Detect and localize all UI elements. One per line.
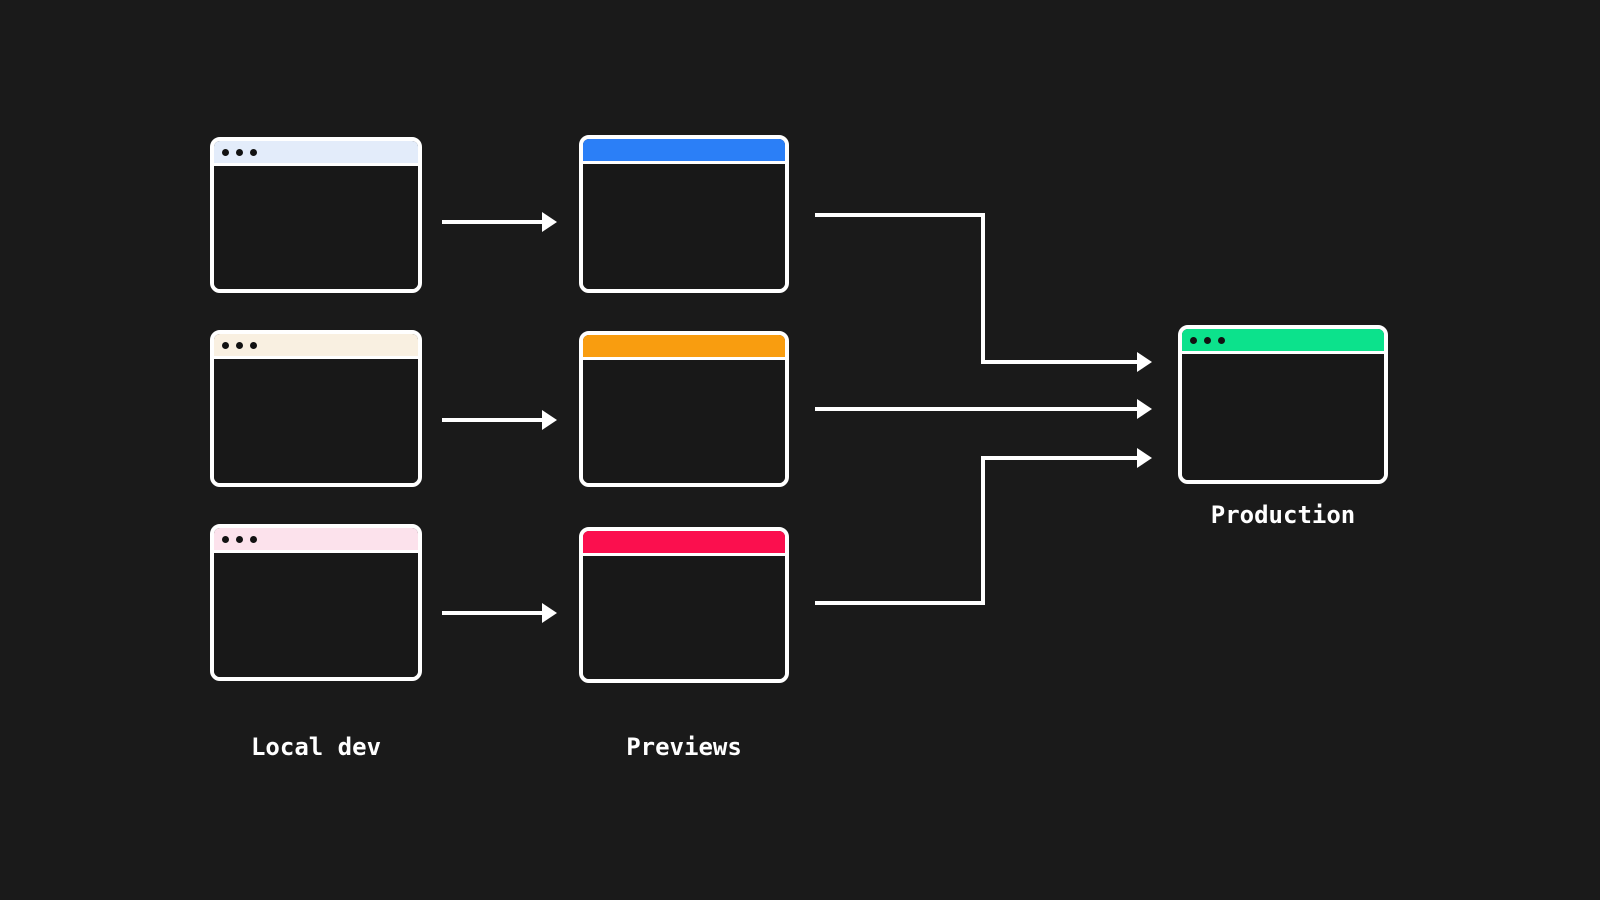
preview-3-window (579, 527, 789, 683)
column-label-production: Production (1210, 501, 1356, 529)
traffic-dot (250, 535, 257, 543)
preview-1-to-production-arrow-line (815, 213, 1137, 364)
window-title-bar (214, 528, 418, 553)
window-body (214, 553, 418, 677)
preview-2-to-production-arrowhead-icon (1137, 399, 1152, 419)
traffic-dot (222, 535, 229, 543)
window-title-bar (214, 334, 418, 359)
column-label-previews: Previews (626, 733, 742, 761)
traffic-dot (236, 341, 243, 349)
preview-3-to-production-arrowhead-icon (1137, 448, 1152, 468)
window-body (583, 164, 785, 289)
window-body (1182, 354, 1384, 480)
traffic-dot (1190, 336, 1197, 344)
window-body (214, 166, 418, 289)
traffic-light-dots (222, 535, 257, 543)
traffic-dot (1204, 336, 1211, 344)
window-title-bar (583, 139, 785, 164)
local-2-to-preview-2-arrowhead-icon (542, 410, 557, 430)
column-label-local-dev: Local dev (250, 733, 382, 761)
window-title-bar (583, 531, 785, 556)
window-body (583, 360, 785, 483)
traffic-light-dots (222, 341, 257, 349)
production-window (1178, 325, 1388, 484)
traffic-dot (250, 148, 257, 156)
window-body (214, 359, 418, 483)
local-3-to-preview-3-arrowhead-icon (542, 603, 557, 623)
traffic-dot (222, 148, 229, 156)
traffic-light-dots (222, 148, 257, 156)
traffic-dot (236, 535, 243, 543)
preview-1-window (579, 135, 789, 293)
traffic-dot (222, 341, 229, 349)
local-dev-2-window (210, 330, 422, 487)
traffic-dot (250, 341, 257, 349)
window-body (583, 556, 785, 679)
preview-2-window (579, 331, 789, 487)
traffic-dot (236, 148, 243, 156)
window-title-bar (1182, 329, 1384, 354)
traffic-light-dots (1190, 336, 1225, 344)
window-title-bar (214, 141, 418, 166)
local-dev-3-window (210, 524, 422, 681)
preview-1-to-production-arrowhead-icon (1137, 352, 1152, 372)
local-1-to-preview-1-arrowhead-icon (542, 212, 557, 232)
window-title-bar (583, 335, 785, 360)
local-dev-1-window (210, 137, 422, 293)
traffic-dot (1218, 336, 1225, 344)
preview-3-to-production-arrow-line (815, 456, 1137, 605)
